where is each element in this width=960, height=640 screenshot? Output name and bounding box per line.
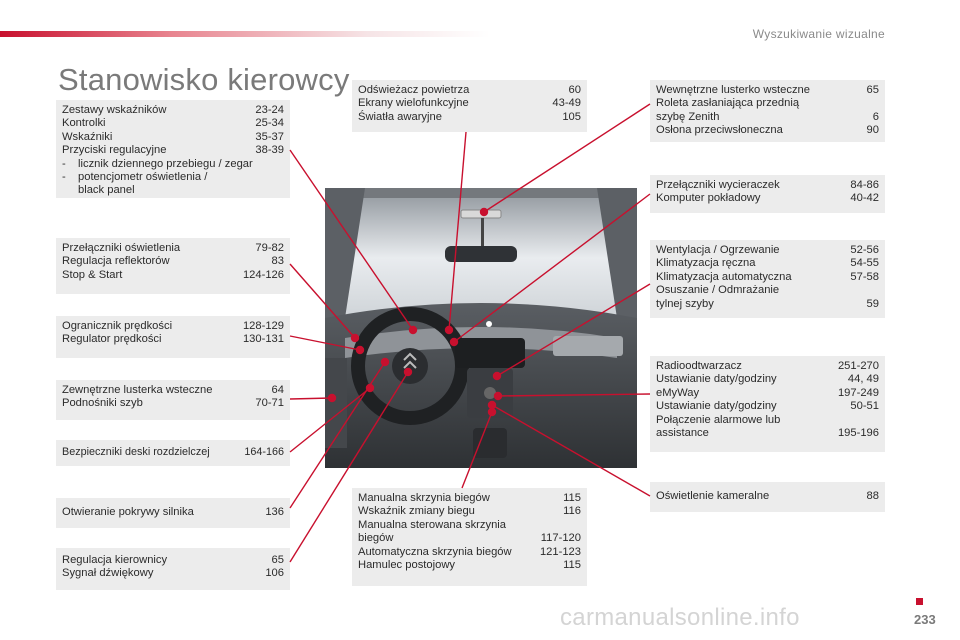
page-number: 233 [914,612,936,627]
page-marker [916,598,923,605]
sub-item: -potencjometr oświetlenia / black panel [62,171,208,197]
page-title: Stanowisko kierowcy [58,62,350,97]
header-accent-bar [0,31,490,37]
watermark: carmanualsonline.info [560,604,800,631]
dashboard-illustration [325,188,637,468]
section-title: Wyszukiwanie wizualne [752,27,885,41]
sub-item: -licznik dziennego przebiegu / zegar [62,157,253,170]
list-item[interactable]: Roleta zasłaniająca przednią szybę Zenit… [656,97,879,123]
dashboard-drawing [325,188,637,468]
